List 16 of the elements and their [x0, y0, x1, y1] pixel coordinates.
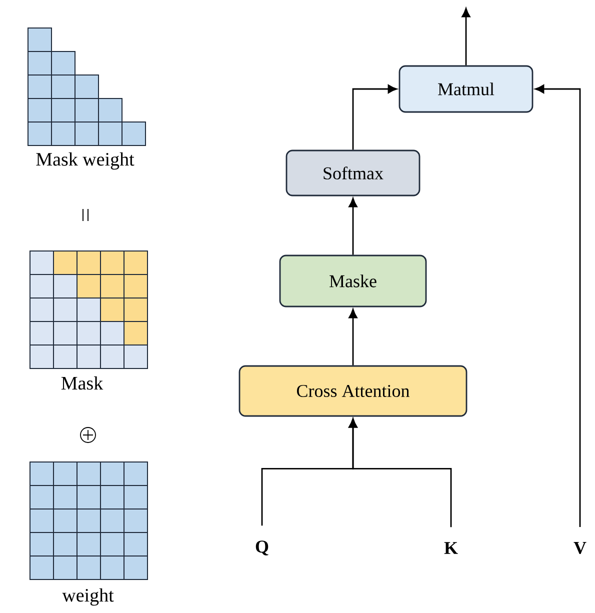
grid-caption: Mask weight [36, 152, 134, 170]
input-label: V [574, 542, 586, 554]
input-label: Q [256, 540, 268, 556]
arrow [352, 84, 398, 150]
arrow [534, 84, 581, 527]
arrow [348, 418, 452, 528]
arrow [348, 198, 358, 255]
arrow [348, 308, 358, 366]
process-box: Matmul [398, 65, 534, 113]
arrow [462, 8, 470, 66]
input-label: K [444, 542, 458, 554]
process-box: Maske [279, 254, 427, 308]
grid-caption: Mask [61, 376, 104, 390]
process-box: Softmax [286, 150, 420, 196]
process-box: Cross Attention [238, 365, 468, 417]
grid-caption: weight [62, 588, 114, 606]
